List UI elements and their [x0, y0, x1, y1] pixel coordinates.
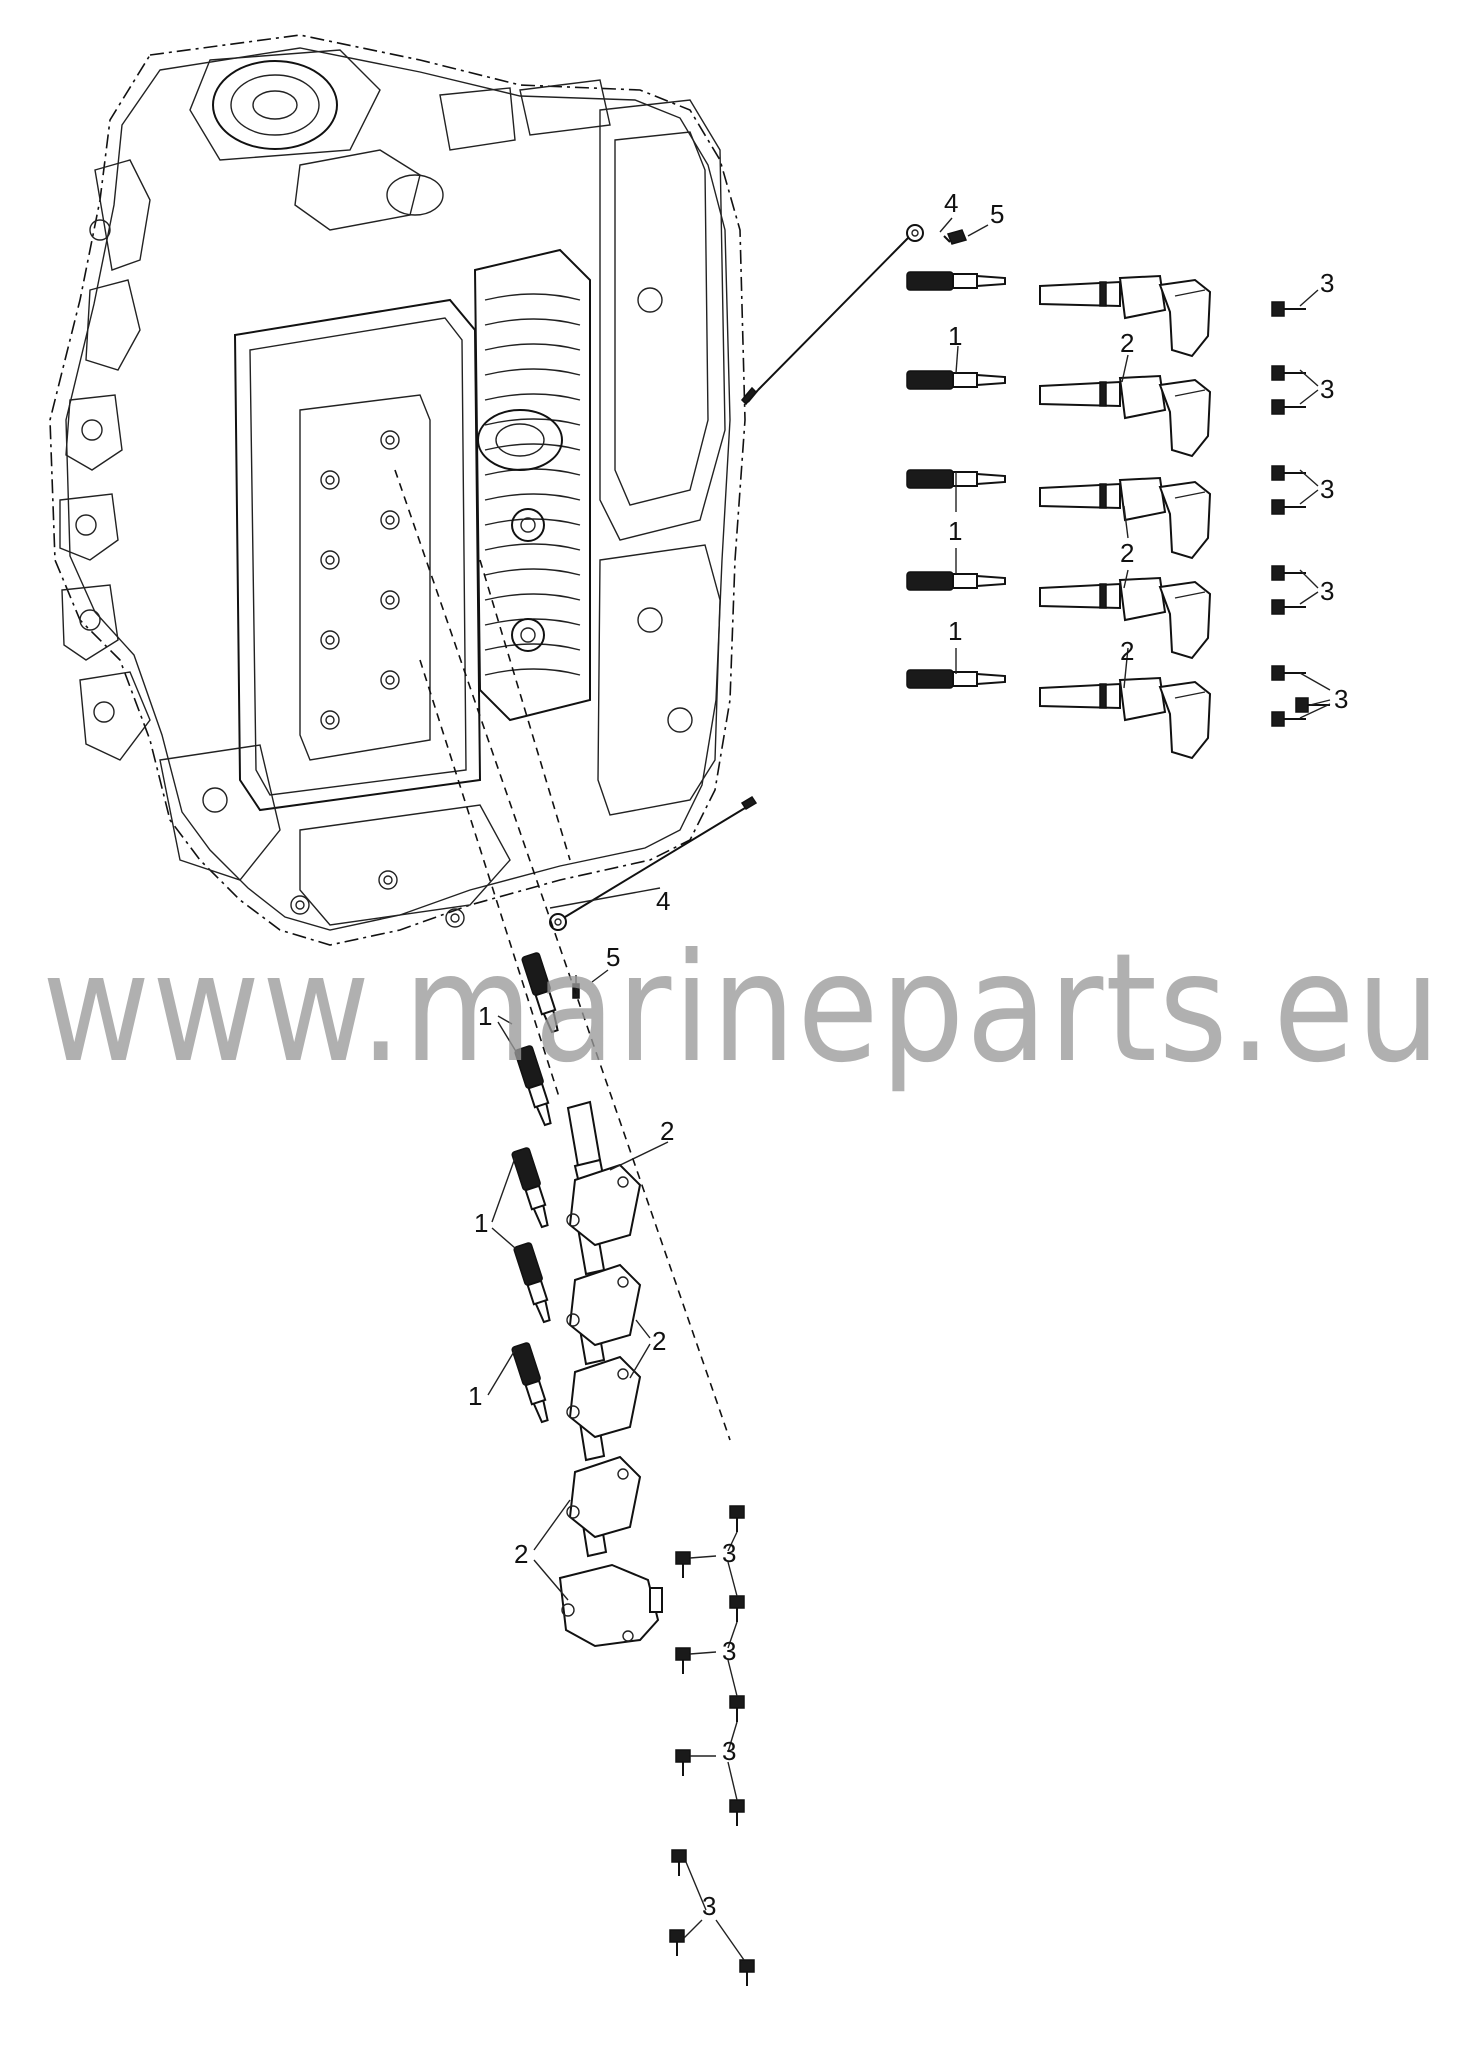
callout-5-lower: 5 [606, 942, 620, 972]
callout-1: 1 [478, 1001, 492, 1031]
cooling-fins-icon [484, 293, 581, 676]
spark-plug-icon [511, 1342, 549, 1424]
callout-3: 3 [1320, 576, 1334, 606]
callout-4-upper: 4 [944, 188, 958, 218]
ignition-coil-icon [566, 1263, 642, 1347]
screw-icon [675, 1551, 691, 1578]
screw-icon [729, 1695, 745, 1722]
screw-icon [1271, 565, 1306, 581]
ground-screw-upper [943, 229, 968, 245]
spark-plug-icon [906, 669, 1006, 689]
screw-icon [1271, 465, 1306, 481]
spark-plug-icon [521, 952, 559, 1034]
screw-icon [669, 1929, 685, 1956]
callout-2: 2 [1120, 328, 1134, 358]
ignition-coil-row [1039, 274, 1212, 760]
callout-1: 1 [474, 1208, 488, 1238]
spark-plug-icon [906, 571, 1006, 591]
callout-2: 2 [660, 1116, 674, 1146]
alignment-lines [394, 469, 731, 1441]
spark-plug-row [906, 271, 1006, 689]
screw-icon [671, 1849, 687, 1876]
callout-3: 3 [1334, 684, 1348, 714]
ignition-coil-icon [566, 1455, 642, 1539]
spark-plug-icon [511, 1147, 549, 1229]
spark-plug-column [511, 952, 559, 1424]
watermark-text: www.marineparts.eu [42, 922, 1442, 1096]
callout-3: 3 [1320, 474, 1334, 504]
screw-icon [1271, 711, 1306, 727]
callout-3: 3 [1320, 268, 1334, 298]
ground-strap-upper [740, 224, 924, 406]
callout-3: 3 [1320, 374, 1334, 404]
screw-icon [675, 1647, 691, 1674]
callout-2: 2 [1120, 538, 1134, 568]
callout-numbers: 4 5 3 1 2 3 3 1 2 3 1 2 3 4 5 1 2 1 2 1 … [468, 188, 1348, 1921]
ignition-coil-icon [566, 1355, 642, 1439]
callout-1: 1 [948, 516, 962, 546]
callout-2: 2 [514, 1539, 528, 1569]
screw-column-upper [1271, 301, 1330, 727]
callout-1: 1 [948, 321, 962, 351]
screw-icon [739, 1959, 755, 1986]
screw-icon [675, 1749, 691, 1776]
spark-plug-icon [906, 370, 1006, 390]
callout-1: 1 [948, 616, 962, 646]
engine-block-illustration [49, 34, 746, 946]
ignition-coil-icon [1039, 374, 1212, 458]
callout-2: 2 [1120, 636, 1134, 666]
ignition-coil-icon [1039, 274, 1212, 358]
spark-plug-icon [514, 1045, 552, 1127]
ground-strap-lower [549, 795, 758, 931]
screw-icon [1271, 399, 1306, 415]
screw-column-lower [669, 1505, 755, 1986]
leader-lines-upper [939, 217, 1331, 719]
screw-icon [1271, 301, 1306, 317]
callout-2: 2 [652, 1326, 666, 1356]
screw-icon [1271, 365, 1306, 381]
leader-lines-lower [487, 887, 745, 1961]
callout-4-lower: 4 [656, 886, 670, 916]
screw-icon [729, 1595, 745, 1622]
screw-icon [1271, 665, 1306, 681]
screw-icon [1271, 599, 1306, 615]
callout-1: 1 [468, 1381, 482, 1411]
cover-bolt-icon [290, 430, 465, 928]
spark-plug-icon [906, 469, 1006, 489]
spark-plug-icon [906, 271, 1006, 291]
ignition-coil-icon [1039, 676, 1212, 760]
ignition-coil-icon [1039, 476, 1212, 560]
screw-icon [1295, 697, 1330, 713]
coil-head-column [558, 1163, 663, 1648]
callout-3: 3 [722, 1538, 736, 1568]
screw-icon [1271, 499, 1306, 515]
spark-plug-icon [513, 1242, 551, 1324]
screw-icon [729, 1505, 745, 1532]
ignition-coil-icon [558, 1563, 663, 1648]
callout-5-upper: 5 [990, 199, 1004, 229]
callout-3: 3 [722, 1636, 736, 1666]
screw-icon [729, 1799, 745, 1826]
ignition-coil-icon [1039, 576, 1212, 660]
callout-3: 3 [702, 1891, 716, 1921]
callout-3: 3 [722, 1736, 736, 1766]
